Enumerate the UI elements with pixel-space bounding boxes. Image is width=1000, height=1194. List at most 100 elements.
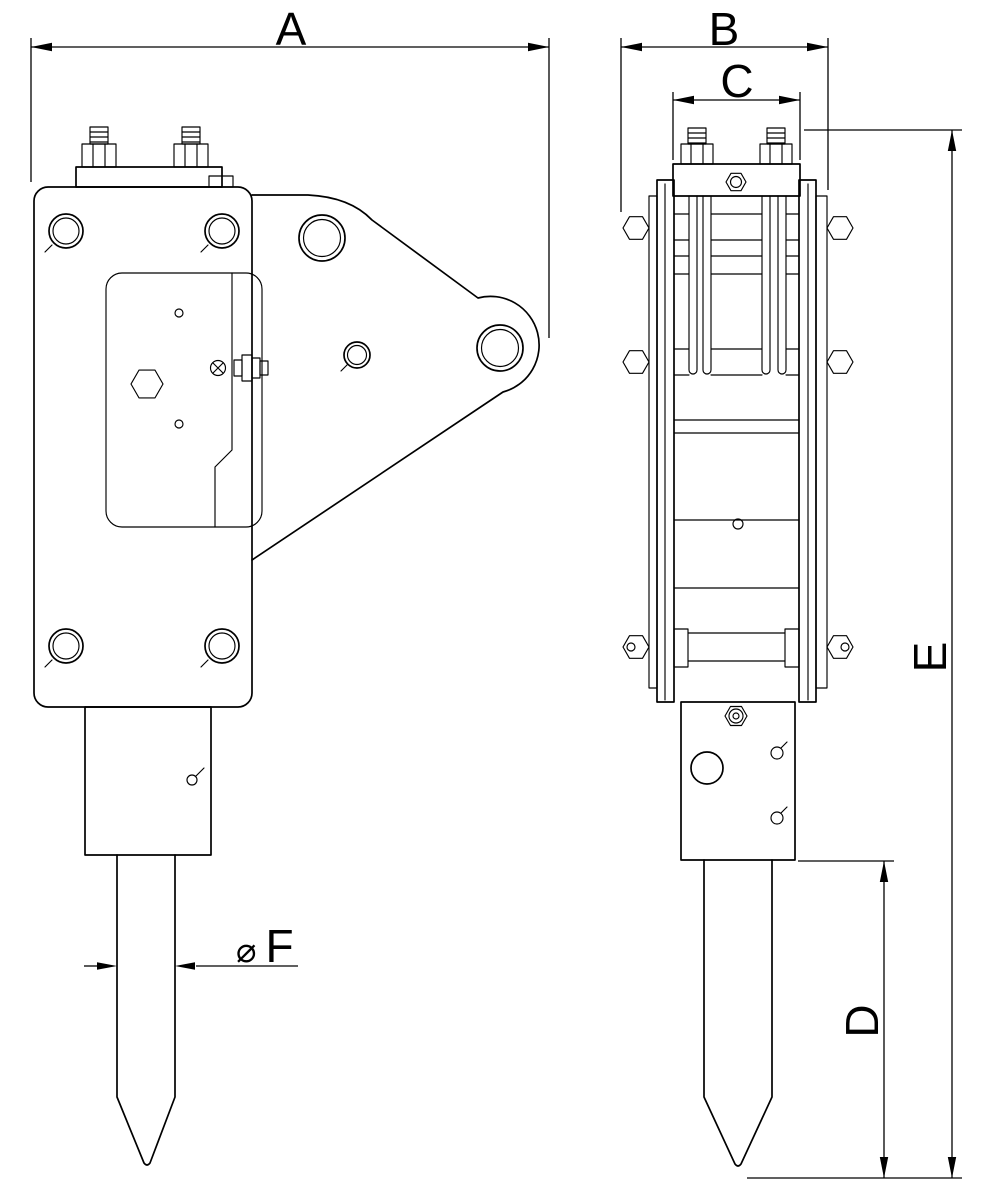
dimension-b: B xyxy=(620,3,829,212)
arrowhead-right xyxy=(175,962,195,970)
bolt-hole xyxy=(48,628,84,664)
extension-lines xyxy=(747,129,962,1179)
bolt-hole-inner xyxy=(208,217,236,245)
top-bolt-right xyxy=(759,127,793,165)
plug-hex xyxy=(725,172,747,192)
bolt-nut xyxy=(173,143,209,168)
bolt-stud xyxy=(766,127,786,145)
arrowhead-right xyxy=(779,95,800,105)
bolt-nut-facets xyxy=(690,143,704,165)
bolt-threads xyxy=(766,132,786,144)
plug-circle xyxy=(728,708,744,724)
bolt-hole-inner xyxy=(52,217,80,245)
arrowhead-left xyxy=(621,42,642,52)
hex-bolt-head xyxy=(130,369,164,399)
bolt-nut xyxy=(680,143,714,165)
small-hole xyxy=(770,811,784,825)
plug-circle xyxy=(729,175,743,189)
breaker-body-panel xyxy=(105,272,269,528)
dim-a-label: A xyxy=(276,3,307,55)
bolt-boss xyxy=(784,628,800,668)
dim-f-letter: F xyxy=(265,920,293,972)
bracket-bolt-hole-inner xyxy=(346,344,368,366)
front-head-cylinder xyxy=(84,706,212,856)
panel-outline xyxy=(105,272,263,528)
hose-connector xyxy=(233,354,269,382)
arrowhead-left xyxy=(673,95,694,105)
dimension-f: ⌀ F xyxy=(84,920,298,972)
head-plate xyxy=(75,166,223,188)
arrowhead-right xyxy=(528,42,549,52)
tie-rods xyxy=(688,195,787,375)
connector-segment xyxy=(259,360,269,376)
top-bolt-left xyxy=(680,127,714,165)
acorn-nut xyxy=(622,635,650,659)
bolt-nut xyxy=(759,143,793,165)
dim-e-label: E xyxy=(904,642,956,673)
arrowhead-bottom xyxy=(879,1157,889,1178)
arrowhead-top xyxy=(879,861,889,882)
dimension-a: A xyxy=(30,3,550,338)
pin-tick xyxy=(195,767,205,777)
hex-nut xyxy=(826,216,854,240)
arrowhead-right xyxy=(807,42,828,52)
dimension-e: E xyxy=(747,129,962,1179)
arrowhead-bottom xyxy=(947,1157,957,1178)
dim-b-label: B xyxy=(709,3,740,55)
bolt-hole xyxy=(204,628,240,664)
connector-segment xyxy=(251,357,261,379)
top-bolt-right xyxy=(173,126,209,168)
arrowhead-left xyxy=(31,42,52,52)
side-plates xyxy=(648,179,828,703)
plug-circle-inner xyxy=(732,712,740,720)
arrowhead-top xyxy=(947,130,957,151)
extension-lines xyxy=(672,92,801,160)
extension-lines xyxy=(620,38,829,212)
body-port-hole xyxy=(732,518,744,530)
hex-nut xyxy=(826,350,854,374)
bolt-nut-facets xyxy=(92,143,106,168)
acorn-nut-dome xyxy=(626,642,636,652)
chisel-front xyxy=(703,859,773,1167)
cylinder-outline xyxy=(84,706,212,856)
cross-member-lines xyxy=(673,213,800,376)
dim-d-label: D xyxy=(836,1004,888,1037)
bracket-arm xyxy=(251,194,540,561)
bolt-nut xyxy=(81,143,117,168)
arrowhead-left xyxy=(97,962,117,970)
hole-chamfer-ticks xyxy=(780,741,788,814)
top-bolt-left xyxy=(81,126,117,168)
bolt-hole xyxy=(204,213,240,249)
left-outer-flange xyxy=(648,195,658,689)
connector-segment xyxy=(233,359,243,377)
body-joint-lines xyxy=(673,419,800,662)
cap-plug-bolt xyxy=(725,172,747,192)
head-plate-tab xyxy=(208,175,234,188)
side-view xyxy=(33,126,540,1166)
plug-hex xyxy=(724,705,748,727)
dimension-d: D xyxy=(798,860,894,1178)
grease-fitting-hatch xyxy=(212,362,224,374)
left-side-plate xyxy=(656,179,675,703)
retainer-pin-hole xyxy=(186,774,198,786)
bolt-boss xyxy=(673,628,689,668)
bracket-pin-hole xyxy=(476,324,524,372)
bolt-threads xyxy=(687,132,707,144)
retainer-pin-bore xyxy=(690,751,724,785)
lower-body xyxy=(680,701,796,861)
bolt-nut-facets xyxy=(184,143,198,168)
extension-lines xyxy=(30,38,550,338)
bracket-pin-hole-inner xyxy=(480,328,520,368)
bracket-pin-hole xyxy=(298,214,346,262)
bracket-bolt-hole xyxy=(343,341,371,369)
bracket-pin-hole-inner xyxy=(302,218,342,258)
bolt-hole-inner xyxy=(208,632,236,660)
acorn-nut-dome xyxy=(840,642,850,652)
dim-c-label: C xyxy=(720,55,753,107)
bolt-nut-facets xyxy=(769,143,783,165)
panel-edge xyxy=(214,272,233,528)
right-outer-flange xyxy=(815,195,828,689)
lower-body-outline xyxy=(680,701,796,861)
